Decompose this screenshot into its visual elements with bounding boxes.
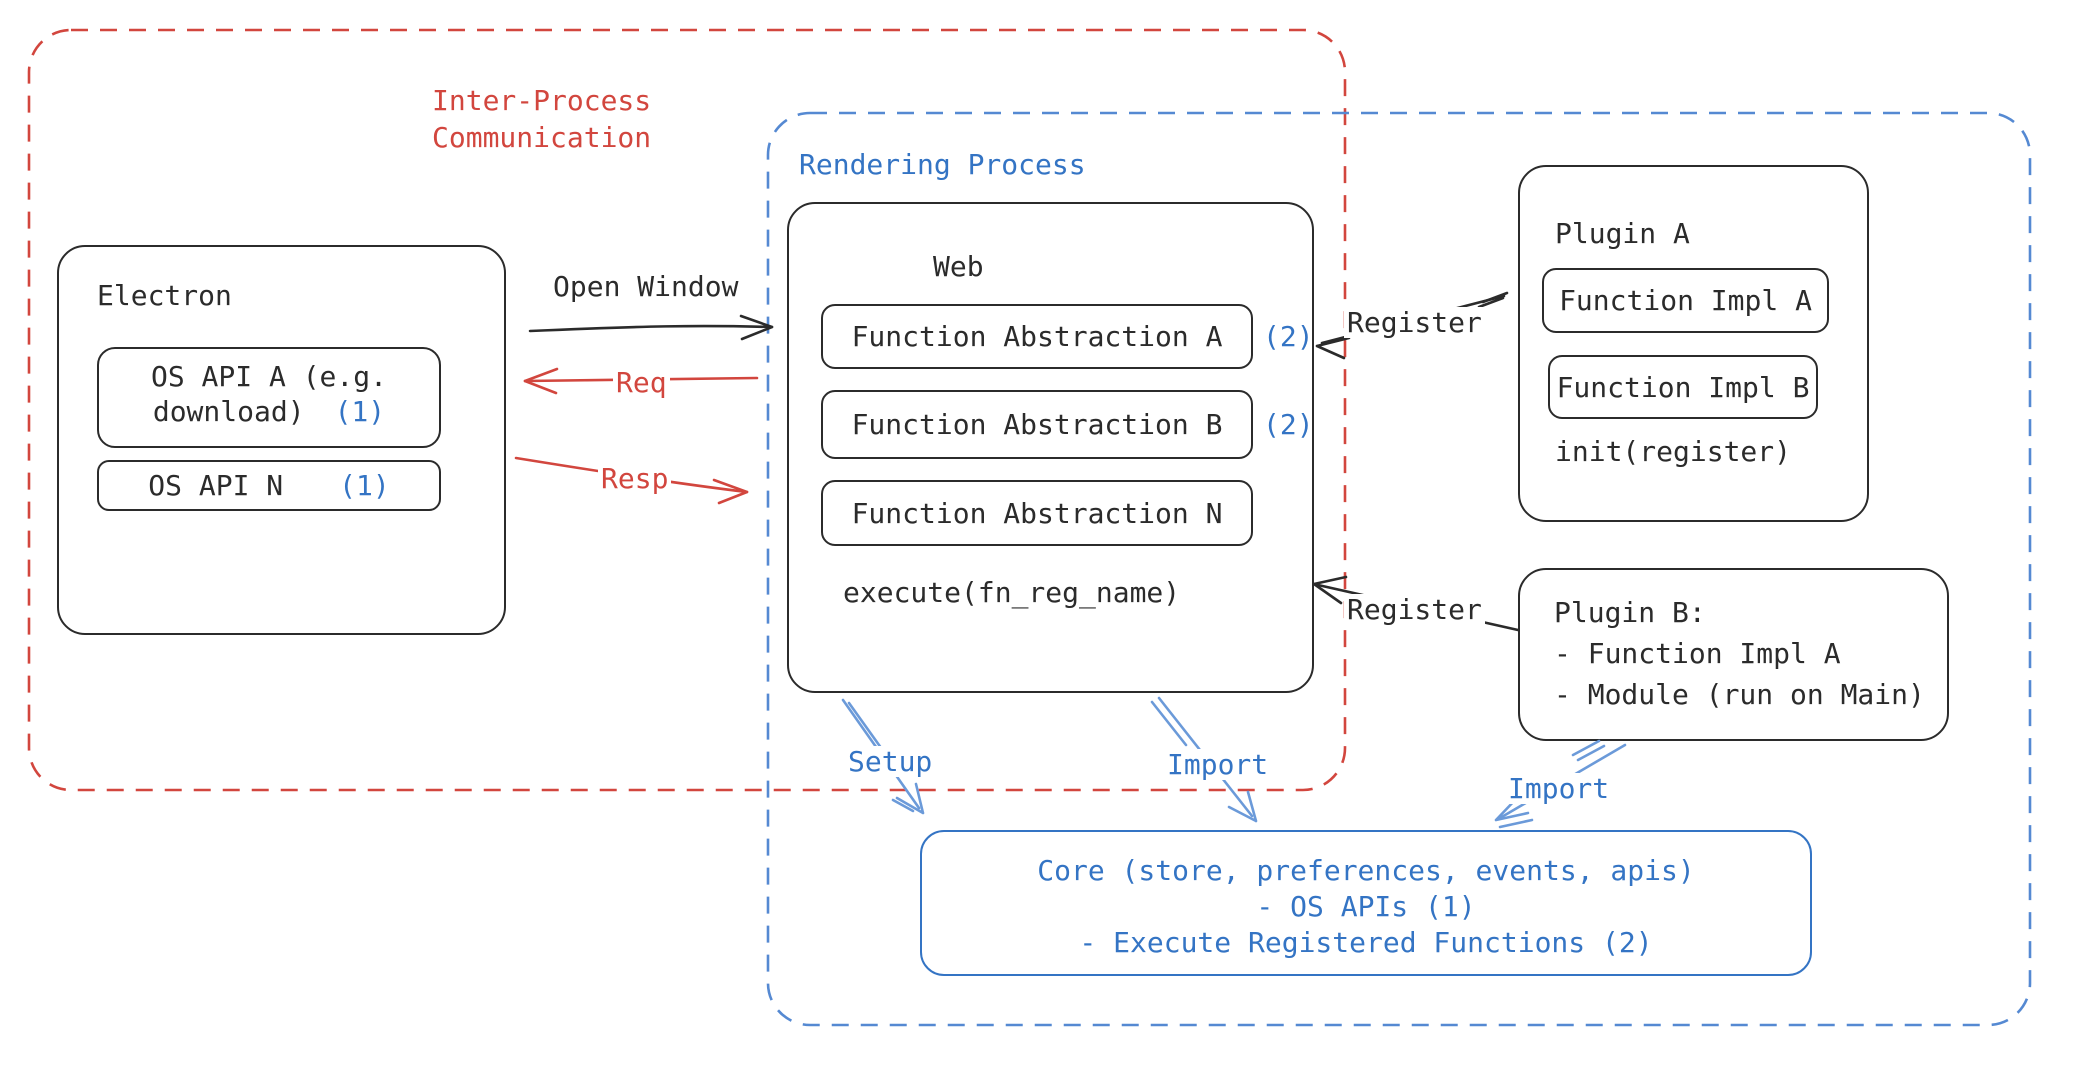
os-api-n-box: OS API N (1) [97,460,441,511]
function-abstraction-a-box: Function Abstraction A [821,304,1253,369]
plugin-a-title: Plugin A [1555,217,1690,250]
plugin-b-content: Plugin B: - Function Impl A - Module (ru… [1554,592,1925,715]
os-api-a-label: OS API A (e.g. [150,360,387,393]
resp-label: Resp [598,463,672,494]
os-api-n-label: OS API N [148,469,284,502]
core-title-line: Core (store, preferences, events, apis) [1037,854,1695,887]
execute-note: execute(fn_reg_name) [843,576,1181,609]
import-web-label: Import [1164,749,1272,780]
web-title: Web [933,250,984,283]
function-abstraction-b-box: Function Abstraction B [821,390,1253,459]
function-impl-b-box: Function Impl B [1548,355,1818,419]
core-box: Core (store, preferences, events, apis) … [920,830,1812,976]
function-abstraction-a-row: Function Abstraction A (2) [821,304,1314,369]
open-window-label: Open Window [550,271,742,302]
os-api-a-label2-text: download) [152,395,305,428]
plugin-b-item-module: - Module (run on Main) [1554,678,1925,711]
os-api-a-box: OS API A (e.g. download) (1) [97,347,441,448]
plugin-a-box: Plugin A Function Impl A Function Impl B… [1518,165,1869,522]
register-plugin-a-label: Register [1344,307,1485,338]
electron-box: Electron OS API A (e.g. download) (1) OS … [57,245,506,635]
function-abstraction-a-badge: (2) [1263,320,1314,353]
plugin-b-item-impl-a: - Function Impl A [1554,637,1841,670]
req-label: Req [613,367,670,398]
core-os-apis-line: - OS APIs (1) [1256,890,1476,923]
function-abstraction-n-row: Function Abstraction N [821,480,1263,546]
register-plugin-b-label: Register [1344,594,1485,625]
os-api-a-badge: (1) [334,395,386,428]
plugin-b-box: Plugin B: - Function Impl A - Module (ru… [1518,568,1949,741]
function-abstraction-b-row: Function Abstraction B (2) [821,390,1314,459]
function-impl-a-box: Function Impl A [1542,268,1829,333]
plugin-b-title: Plugin B: [1554,596,1706,629]
ipc-region-label: Inter-Process Communication [432,84,652,154]
function-abstraction-n-box: Function Abstraction N [821,480,1253,546]
open-window-arrow [528,314,774,341]
function-abstraction-b-badge: (2) [1263,408,1314,441]
init-register-note: init(register) [1555,435,1792,468]
os-api-a-label2: download) (1) [99,394,439,429]
electron-title: Electron [97,279,232,312]
web-box: Web Function Abstraction A (2) Function … [787,202,1314,693]
setup-label: Setup [845,746,936,777]
core-execute-line: - Execute Registered Functions (2) [1079,926,1653,959]
import-plugin-b-label: Import [1505,773,1613,804]
os-api-n-badge: (1) [339,469,390,502]
rendering-region-label: Rendering Process [799,148,1086,181]
core-content: Core (store, preferences, events, apis) … [922,832,1810,961]
